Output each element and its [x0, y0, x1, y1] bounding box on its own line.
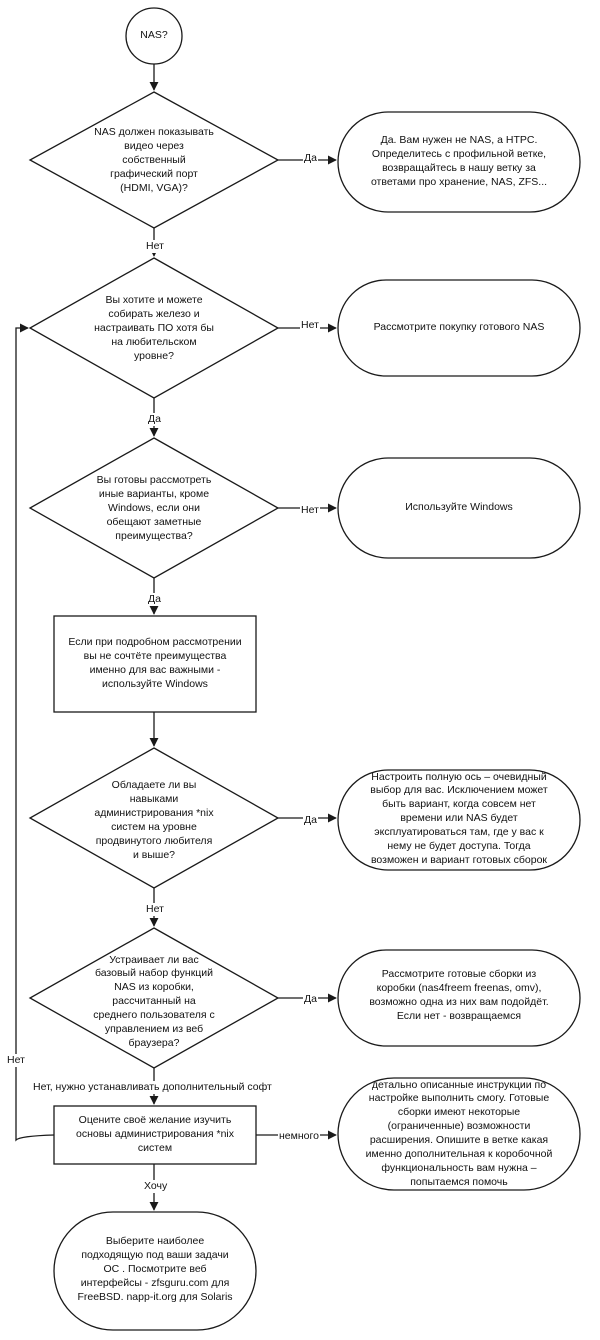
edge-label-q3-yes: Да	[147, 593, 162, 606]
edge-label-loop-no: Нет	[6, 1054, 26, 1067]
b1-box	[53, 615, 257, 713]
a1-text: Да. Вам нужен не NAS, а HTPC. Определите…	[370, 134, 548, 188]
q2-text: Вы хотите и можете собирать железо и нас…	[94, 294, 214, 362]
edge-label-q4-no: Нет	[145, 903, 165, 916]
edge-label-q1-yes: Да	[303, 152, 318, 165]
edge-label-q4-yes: Да	[303, 814, 318, 827]
a6-terminal	[337, 1077, 581, 1191]
edge-label-b2-want: Хочу	[143, 1180, 169, 1193]
a2-text: Рассмотрите покупку готового NAS	[373, 321, 545, 334]
a3-terminal	[337, 457, 581, 559]
a4-text: Настроить полную ось – очевидный выбор д…	[370, 770, 548, 866]
end-text: Выберите наиболее подходящую под ваши за…	[77, 1235, 233, 1303]
edge-label-q5-yes: Да	[303, 993, 318, 1006]
end-terminal	[53, 1211, 257, 1331]
a1-terminal	[337, 111, 581, 213]
a4-terminal	[337, 769, 581, 871]
q4-text: Обладаете ли вы навыками администрирован…	[94, 779, 214, 861]
a2-terminal	[337, 279, 581, 377]
edge-label-b2-some: немного	[278, 1130, 320, 1143]
edge-label-q3-no: Нет	[300, 504, 320, 517]
b2-text: Оцените своё желание изучить основы адми…	[75, 1114, 234, 1154]
a5-text: Рассмотрите готовые сборки из коробки (n…	[369, 968, 549, 1022]
b1-text: Если при подробном рассмотрении вы не со…	[68, 636, 242, 690]
edge-label-q5-no: Нет, нужно устанавливать дополнительный …	[32, 1081, 273, 1094]
a6-text: детально описанные инструкции по настрой…	[365, 1078, 553, 1188]
q3-text: Вы готовы рассмотреть иные варианты, кро…	[96, 474, 212, 542]
a3-text: Используйте Windows	[405, 501, 513, 514]
q1-text: NAS должен показывать видео через собств…	[94, 126, 214, 194]
edge-label-q1-no: Нет	[145, 240, 165, 253]
edge-label-q2-no: Нет	[300, 319, 320, 332]
q5-text: Устраивает ли вас базовый набор функций …	[93, 953, 215, 1049]
a5-terminal	[337, 949, 581, 1047]
edge-b2-loop-q2	[15, 323, 55, 1142]
start-node-text: NAS?	[140, 29, 168, 42]
edge-label-q2-yes: Да	[147, 413, 162, 426]
